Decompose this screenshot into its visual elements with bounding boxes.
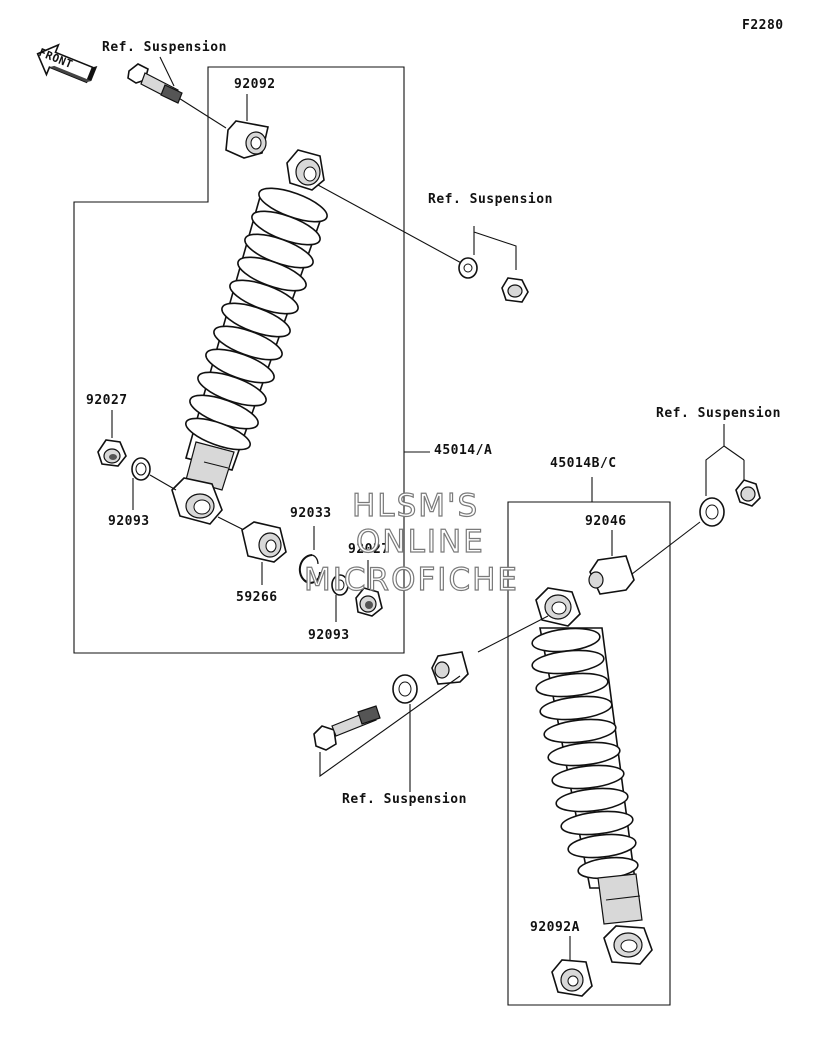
- washer-92093-right: [331, 574, 349, 622]
- label-92046: 92046: [585, 514, 627, 529]
- ref-suspension-hardware-right: [699, 424, 761, 527]
- ref-suspension-hardware-bottom: [313, 615, 549, 792]
- watermark-line-3: MICROFICHE: [303, 561, 519, 598]
- shock-absorber-right: [531, 587, 653, 965]
- leader-ref-top-left: [159, 56, 175, 87]
- bolt-top-left: [127, 63, 227, 129]
- label-45014BC: 45014B/C: [550, 456, 617, 471]
- circlip-92033: [298, 526, 321, 584]
- label-ref-suspension-top-mid: Ref. Suspension: [428, 192, 553, 207]
- bushing-59266: [217, 516, 287, 585]
- assembly-frame-right: [507, 501, 671, 1006]
- collar-92027-right: [355, 560, 383, 617]
- label-92027-right: 92027: [348, 542, 390, 557]
- sleeve-92046: [588, 521, 701, 595]
- ref-suspension-hardware-top: [458, 226, 529, 303]
- label-59266: 59266: [236, 590, 278, 605]
- label-ref-suspension-right: Ref. Suspension: [656, 406, 781, 421]
- label-92093-right: 92093: [308, 628, 350, 643]
- shock-absorber-left: [171, 149, 466, 525]
- watermark-line-2: ONLINE: [355, 523, 485, 560]
- assembly-frame-left: [73, 66, 405, 654]
- label-45014A: 45014/A: [434, 443, 493, 458]
- front-arrow-icon: [36, 43, 98, 84]
- bushing-92092: [225, 94, 269, 159]
- label-92033: 92033: [290, 506, 332, 521]
- washer-92093-left: [131, 457, 177, 510]
- watermark-line-1: HLSM'S: [351, 487, 480, 524]
- label-92093-left: 92093: [108, 514, 150, 529]
- bushing-92092A: [551, 936, 593, 997]
- label-92092: 92092: [234, 77, 276, 92]
- label-ref-suspension-top-left: Ref. Suspension: [102, 40, 227, 55]
- label-92027-left: 92027: [86, 393, 128, 408]
- label-ref-suspension-bottom: Ref. Suspension: [342, 792, 467, 807]
- diagram-code: F2280: [742, 18, 784, 33]
- label-92092A: 92092A: [530, 920, 580, 935]
- collar-92027-left: [97, 439, 127, 467]
